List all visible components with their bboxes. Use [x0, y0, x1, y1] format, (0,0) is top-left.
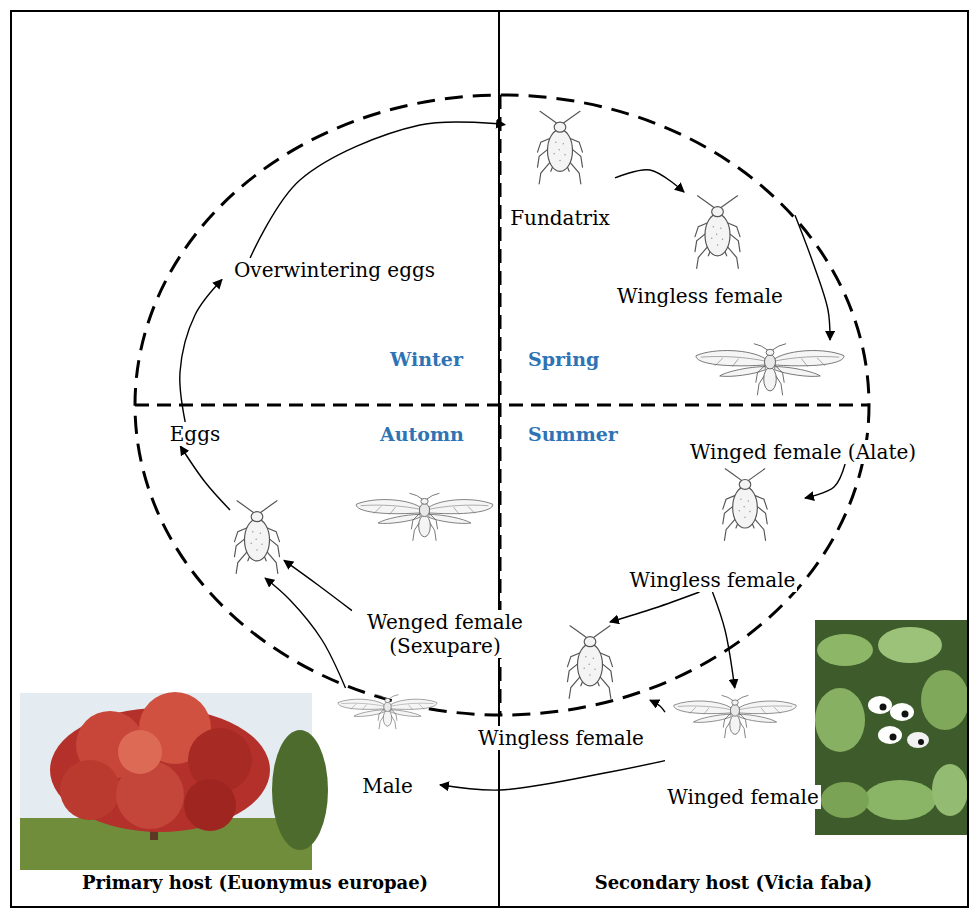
life-stage: Overwintering eggs [222, 258, 447, 282]
life-stage: Winged female [665, 688, 821, 809]
cycle-arrow [713, 592, 735, 688]
life-stage: Wenged female (Sexupare) [352, 476, 538, 658]
stage-label: Fundatrix [508, 206, 612, 230]
season-label: Automn [380, 423, 464, 446]
spindle-tree-photo [20, 692, 328, 870]
cycle-arrow [440, 761, 665, 790]
faba-bean-photo [815, 620, 969, 835]
life-stage: Male [335, 688, 440, 798]
cycle-arrow [615, 170, 684, 192]
aphid-figure [538, 111, 583, 184]
cycle-arrow [805, 464, 845, 498]
stage-label: Wingless female [476, 726, 646, 750]
cycle-arrow [650, 700, 665, 712]
stage-label: Winged female [665, 785, 821, 809]
season-label: Winter [390, 348, 463, 371]
aphid-figure [723, 469, 767, 541]
life-stage: Eggs [160, 422, 230, 446]
stage-label: Winged female (Alate) [688, 440, 918, 464]
aphid-figure [356, 493, 492, 540]
stage-label: Wenged female (Sexupare) [352, 610, 538, 658]
host-label: Primary host (Euonymus europae) [12, 872, 498, 894]
stage-label: Wingless female [615, 284, 785, 308]
cycle-arrow [795, 215, 830, 340]
aphid-figure [695, 196, 740, 269]
cycle-arrow [284, 560, 352, 610]
cycle-arrow [610, 592, 700, 622]
cycle-arrow [250, 122, 505, 258]
cycle-arrow [180, 446, 230, 510]
aphid-figure [338, 695, 437, 729]
cycle-arrow [180, 280, 222, 422]
season-cycle-ellipse [135, 95, 869, 715]
season-label: Spring [528, 348, 599, 371]
aphid-figure [235, 501, 280, 573]
aphid-figure [568, 626, 613, 699]
season-divider [135, 404, 868, 407]
stage-label: Male [360, 774, 415, 798]
aphid-figure [696, 344, 844, 395]
life-stage: Wingless female [605, 192, 795, 308]
stage-label: Eggs [168, 422, 222, 446]
host-label: Secondary host (Vicia faba) [500, 872, 967, 894]
life-stage: Winged female (Alate) [668, 340, 938, 464]
life-stage: Wingless female [472, 622, 650, 750]
season-label: Summer [528, 423, 618, 446]
stage-label: Wingless female [628, 568, 798, 592]
life-stage: Wingless female [620, 465, 805, 592]
aphid-figure [674, 695, 796, 737]
stage-label: Overwintering eggs [232, 258, 437, 282]
aphid-figures [235, 111, 844, 737]
host-panel: Secondary host (Vicia faba) FundatrixWing… [500, 10, 969, 908]
cycle-arrow [265, 578, 345, 688]
host-panel: Primary host (Euonymus europae) Overwinte… [10, 10, 500, 908]
life-stage: Fundatrix [505, 106, 615, 230]
life-stage [230, 498, 284, 578]
